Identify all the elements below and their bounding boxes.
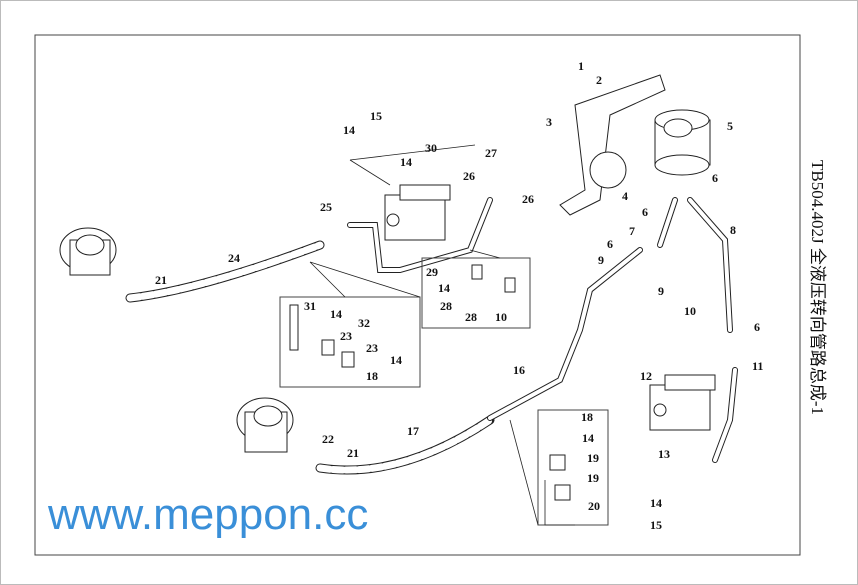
callout: 19 (587, 451, 599, 465)
callout: 10 (684, 304, 696, 318)
callout: 6 (607, 237, 613, 251)
steering-unit-upper (59, 227, 117, 276)
detail-box-clamp-left (279, 261, 421, 388)
callout: 8 (730, 223, 736, 237)
callout: 24 (228, 251, 240, 265)
callout: 28 (440, 299, 452, 313)
gear-pump-upper (384, 184, 451, 241)
callout: 9 (658, 284, 664, 298)
callout: 18 (366, 369, 378, 383)
callout: 23 (340, 329, 352, 343)
callout: 21 (155, 273, 167, 287)
callout: 2 (596, 73, 602, 87)
callout: 21 (347, 446, 359, 460)
callout: 14 (390, 353, 402, 367)
callout: 7 (629, 224, 635, 238)
callout: 20 (588, 499, 600, 513)
hose-17 (315, 415, 495, 475)
callout: 15 (370, 109, 382, 123)
callout: 28 (465, 310, 477, 324)
callout: 29 (426, 265, 438, 279)
callout: 32 (358, 316, 370, 330)
callout: 17 (407, 424, 419, 438)
callout: 18 (581, 410, 593, 424)
drawing-title: TB504.402J 全液压转向管路总成-1 (808, 160, 827, 415)
callout: 9 (598, 253, 604, 267)
callout: 1 (578, 59, 584, 73)
detail-box-clamp-bottom (509, 409, 609, 526)
callout: 23 (366, 341, 378, 355)
callout: 10 (495, 310, 507, 324)
drawing-frame (34, 34, 801, 556)
gear-pump-12 (649, 374, 716, 431)
detail-box-clamp-right (421, 249, 531, 329)
callout: 27 (485, 146, 497, 160)
tubes (347, 197, 738, 463)
callout: 22 (322, 432, 334, 446)
callout: 26 (463, 169, 475, 183)
callout: 6 (712, 171, 718, 185)
callout: 11 (752, 359, 763, 373)
callout: 4 (622, 189, 628, 203)
hose-24 (125, 240, 325, 303)
callout: 14 (400, 155, 412, 169)
callout: 6 (642, 205, 648, 219)
callout: 13 (658, 447, 670, 461)
callout: 30 (425, 141, 437, 155)
callout: 16 (513, 363, 525, 377)
callout: 25 (320, 200, 332, 214)
callout: 31 (304, 299, 316, 313)
callout: 12 (640, 369, 652, 383)
bracket-3 (559, 74, 666, 216)
callout: 3 (546, 115, 552, 129)
callout-labels: 1 2 3 4 5 6 6 7 8 6 9 9 10 6 11 12 13 14… (155, 59, 763, 532)
callout: 15 (650, 518, 662, 532)
steering-unit-lower (236, 397, 294, 453)
watermark: www.meppon.cc (48, 490, 369, 539)
detail-circle-tank (349, 144, 476, 186)
callout: 14 (582, 431, 594, 445)
callout: 14 (438, 281, 450, 295)
callout: 14 (330, 307, 342, 321)
oil-tank-5 (589, 109, 711, 189)
callout: 19 (587, 471, 599, 485)
callout: 14 (343, 123, 355, 137)
callout: 26 (522, 192, 534, 206)
callout: 14 (650, 496, 662, 510)
callout: 5 (727, 119, 733, 133)
callout: 6 (754, 320, 760, 334)
